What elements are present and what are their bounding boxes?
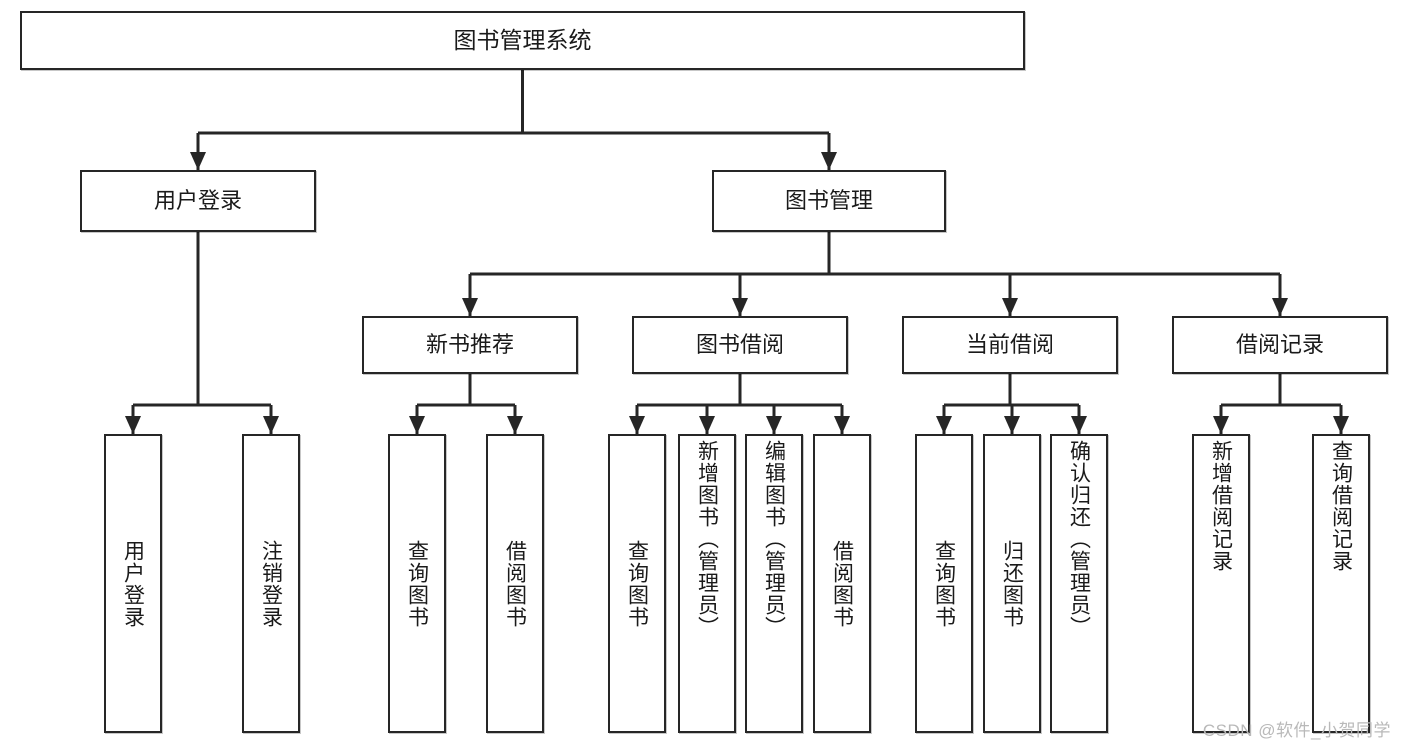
node-leaf-return-book[interactable]: 归还图书 <box>983 434 1041 733</box>
node-inner: 图书借阅 <box>696 332 784 358</box>
node-label: 图书管理 <box>784 188 873 214</box>
node-leaf-confirm-return[interactable]: 确认归还（管理员） <box>1050 434 1108 733</box>
node-inner: 归还图书 <box>985 436 1039 731</box>
node-leaf-edit-book[interactable]: 编辑图书（管理员） <box>745 434 803 733</box>
node-inner: 借阅记录 <box>1236 332 1324 358</box>
node-book-manage[interactable]: 图书管理 <box>712 170 946 232</box>
node-inner: 新书推荐 <box>426 332 514 358</box>
node-label: 查询借阅记录 <box>1329 440 1353 572</box>
node-label: 用户登录 <box>121 539 145 628</box>
node-label: 确认归还（管理员） <box>1067 440 1091 638</box>
node-inner: 编辑图书（管理员） <box>747 436 801 731</box>
node-leaf-user-logout[interactable]: 注销登录 <box>242 434 300 733</box>
node-leaf-borrow-book-2[interactable]: 借阅图书 <box>813 434 871 733</box>
node-label: 借阅图书 <box>503 539 527 628</box>
node-inner: 新增借阅记录 <box>1194 436 1248 731</box>
node-label: 用户登录 <box>153 188 242 214</box>
node-inner: 查询图书 <box>610 436 664 731</box>
node-label: 查询图书 <box>405 539 429 628</box>
node-leaf-query-book-1[interactable]: 查询图书 <box>388 434 446 733</box>
node-leaf-add-book[interactable]: 新增图书（管理员） <box>678 434 736 733</box>
node-label: 归还图书 <box>1000 539 1024 628</box>
node-new-book-rec[interactable]: 新书推荐 <box>362 316 578 374</box>
node-inner: 当前借阅 <box>966 332 1054 358</box>
node-inner: 借阅图书 <box>815 436 869 731</box>
node-inner: 查询借阅记录 <box>1314 436 1368 731</box>
node-user-login[interactable]: 用户登录 <box>80 170 316 232</box>
node-label: 借阅图书 <box>830 539 854 628</box>
node-label: 新增借阅记录 <box>1209 440 1233 572</box>
node-book-borrow[interactable]: 图书借阅 <box>632 316 848 374</box>
node-label: 新增图书（管理员） <box>695 440 719 638</box>
node-root[interactable]: 图书管理系统 <box>20 11 1025 70</box>
node-label: 图书借阅 <box>695 332 784 358</box>
node-borrow-record[interactable]: 借阅记录 <box>1172 316 1388 374</box>
node-inner: 图书管理系统 <box>454 27 592 54</box>
node-inner: 用户登录 <box>106 436 160 731</box>
node-leaf-query-record[interactable]: 查询借阅记录 <box>1312 434 1370 733</box>
node-inner: 确认归还（管理员） <box>1052 436 1106 731</box>
node-label: 新书推荐 <box>425 332 514 358</box>
node-inner: 注销登录 <box>244 436 298 731</box>
node-inner: 新增图书（管理员） <box>680 436 734 731</box>
node-label: 借阅记录 <box>1235 332 1324 358</box>
node-label: 编辑图书（管理员） <box>762 440 786 638</box>
node-leaf-user-login[interactable]: 用户登录 <box>104 434 162 733</box>
node-inner: 查询图书 <box>917 436 971 731</box>
node-inner: 用户登录 <box>154 188 242 214</box>
node-current-borrow[interactable]: 当前借阅 <box>902 316 1118 374</box>
node-label: 查询图书 <box>625 539 649 628</box>
node-label: 查询图书 <box>932 539 956 628</box>
watermark-label: CSDN @软件_小贺同学 <box>1202 721 1391 740</box>
node-label: 注销登录 <box>259 539 283 628</box>
node-leaf-borrow-book-1[interactable]: 借阅图书 <box>486 434 544 733</box>
node-inner: 查询图书 <box>390 436 444 731</box>
node-label: 当前借阅 <box>965 332 1054 358</box>
node-leaf-query-book-2[interactable]: 查询图书 <box>608 434 666 733</box>
node-inner: 借阅图书 <box>488 436 542 731</box>
node-inner: 图书管理 <box>785 188 873 214</box>
node-leaf-add-record[interactable]: 新增借阅记录 <box>1192 434 1250 733</box>
node-leaf-query-book-3[interactable]: 查询图书 <box>915 434 973 733</box>
node-label: 图书管理系统 <box>453 26 592 53</box>
